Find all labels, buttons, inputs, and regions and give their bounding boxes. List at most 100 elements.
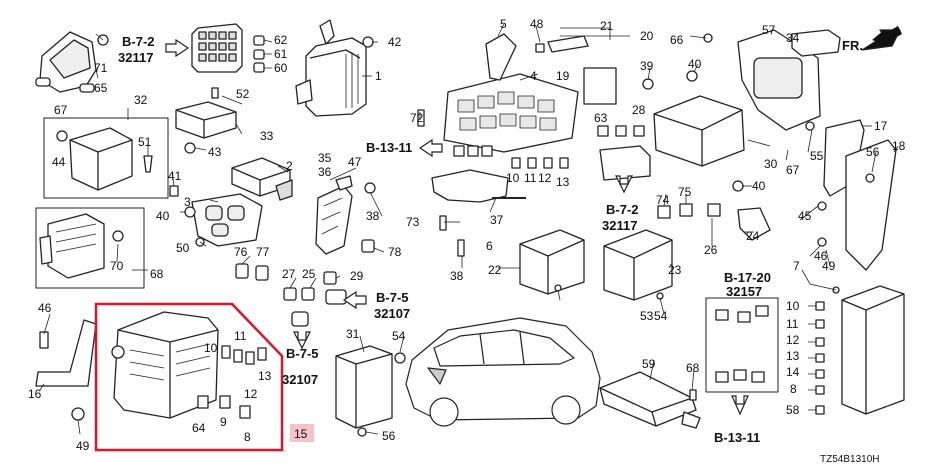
part-label[interactable]: 40: [752, 179, 766, 193]
part-label[interactable]: 22: [488, 263, 502, 277]
part-label[interactable]: 36: [318, 165, 332, 179]
reference-number[interactable]: 32107: [374, 306, 410, 321]
part-label[interactable]: 68: [150, 267, 164, 281]
part-label[interactable]: 37: [490, 213, 504, 227]
part-label[interactable]: 66: [670, 33, 684, 47]
part-label[interactable]: 19: [556, 69, 570, 83]
part-label[interactable]: 60: [274, 61, 288, 75]
reference-number[interactable]: 32117: [602, 218, 637, 233]
part-label[interactable]: 2: [286, 159, 293, 173]
reference-section[interactable]: B-13-11: [366, 140, 412, 155]
part-label[interactable]: 65: [94, 81, 108, 95]
part-label[interactable]: 12: [786, 333, 800, 347]
part-label[interactable]: 13: [258, 369, 272, 383]
part-label[interactable]: 30: [764, 157, 778, 171]
part-label[interactable]: 54: [392, 329, 406, 343]
part-label[interactable]: 73: [406, 215, 420, 229]
part-label[interactable]: 12: [244, 387, 258, 401]
reference-section[interactable]: B-7-2: [122, 34, 155, 49]
part-label[interactable]: 5: [500, 17, 507, 31]
part-label[interactable]: 14: [786, 365, 800, 379]
part-label[interactable]: 31: [346, 327, 360, 341]
part-label[interactable]: 68: [686, 361, 700, 375]
part-label[interactable]: 28: [632, 103, 646, 117]
reference-section[interactable]: B-7-2: [606, 202, 639, 217]
part-label[interactable]: 53: [640, 309, 654, 323]
part-label[interactable]: 52: [236, 87, 250, 101]
part-label[interactable]: 38: [366, 209, 380, 223]
part-label[interactable]: 56: [866, 145, 880, 159]
part-label[interactable]: 72: [410, 111, 424, 125]
part-label[interactable]: 40: [688, 57, 702, 71]
part-label[interactable]: 70: [110, 259, 124, 273]
part-label[interactable]: 78: [388, 245, 402, 259]
part-label[interactable]: 54: [654, 309, 668, 323]
part-label[interactable]: 67: [786, 163, 800, 177]
highlighted-part-label[interactable]: 15: [294, 427, 308, 441]
part-label[interactable]: 64: [192, 421, 206, 435]
part-label[interactable]: 42: [388, 35, 402, 49]
part-label[interactable]: 21: [600, 19, 614, 33]
part-label[interactable]: 71: [94, 61, 108, 75]
reference-section[interactable]: B-7-5: [286, 346, 319, 361]
part-label[interactable]: 57: [762, 23, 776, 37]
part-label[interactable]: 9: [220, 415, 227, 429]
part-label[interactable]: 16: [28, 387, 42, 401]
reference-number[interactable]: 32117: [118, 50, 153, 65]
part-label[interactable]: 13: [786, 349, 800, 363]
part-label[interactable]: 46: [38, 301, 52, 315]
part-label[interactable]: 23: [668, 263, 682, 277]
part-label[interactable]: 10: [786, 299, 800, 313]
part-label[interactable]: 38: [450, 269, 464, 283]
part-label[interactable]: 1: [375, 69, 382, 83]
part-label[interactable]: 46: [814, 249, 828, 263]
part-label[interactable]: 4: [530, 69, 537, 83]
part-label[interactable]: 34: [786, 31, 800, 45]
part-label[interactable]: 44: [52, 155, 66, 169]
part-label[interactable]: 8: [790, 382, 797, 396]
part-label[interactable]: 26: [704, 243, 718, 257]
part-label[interactable]: 12: [538, 171, 552, 185]
part-label[interactable]: 32: [134, 93, 148, 107]
part-label[interactable]: 10: [506, 171, 520, 185]
part-label[interactable]: 43: [208, 145, 222, 159]
part-label[interactable]: 63: [594, 111, 608, 125]
part-label[interactable]: 51: [138, 135, 152, 149]
part-label[interactable]: 35: [318, 151, 332, 165]
part-label[interactable]: 13: [556, 175, 570, 189]
part-label[interactable]: 25: [302, 267, 316, 281]
part-label[interactable]: 59: [642, 357, 656, 371]
part-label[interactable]: 29: [350, 269, 364, 283]
part-label[interactable]: 27: [282, 267, 296, 281]
part-label[interactable]: 67: [54, 103, 68, 117]
part-label[interactable]: 58: [786, 403, 800, 417]
reference-section[interactable]: B-13-11: [714, 430, 760, 445]
part-label[interactable]: 11: [786, 317, 799, 331]
part-label[interactable]: 47: [348, 155, 362, 169]
part-label[interactable]: 45: [798, 209, 812, 223]
part-label[interactable]: 3: [184, 195, 191, 209]
part-label[interactable]: 6: [486, 239, 493, 253]
part-label[interactable]: 33: [260, 129, 274, 143]
reference-number[interactable]: 32157: [726, 284, 762, 299]
reference-number[interactable]: 32107: [282, 372, 318, 387]
part-label[interactable]: 17: [874, 119, 888, 133]
reference-section[interactable]: B-7-5: [376, 290, 409, 305]
part-label[interactable]: 18: [892, 139, 906, 153]
part-label[interactable]: 11: [524, 171, 537, 185]
part-label[interactable]: 7: [793, 259, 800, 273]
part-label[interactable]: 75: [678, 185, 692, 199]
part-label[interactable]: 20: [640, 29, 654, 43]
part-label[interactable]: 55: [810, 149, 824, 163]
part-label[interactable]: 49: [822, 259, 836, 273]
part-label[interactable]: 24: [746, 229, 760, 243]
part-label[interactable]: 56: [382, 429, 396, 443]
part-label[interactable]: 11: [234, 329, 247, 343]
part-label[interactable]: 39: [640, 59, 654, 73]
part-label[interactable]: 62: [274, 33, 288, 47]
part-label[interactable]: 49: [76, 439, 90, 453]
part-label[interactable]: 48: [530, 17, 544, 31]
part-label[interactable]: 77: [256, 245, 270, 259]
part-label[interactable]: 40: [156, 209, 170, 223]
part-label[interactable]: 10: [204, 341, 218, 355]
